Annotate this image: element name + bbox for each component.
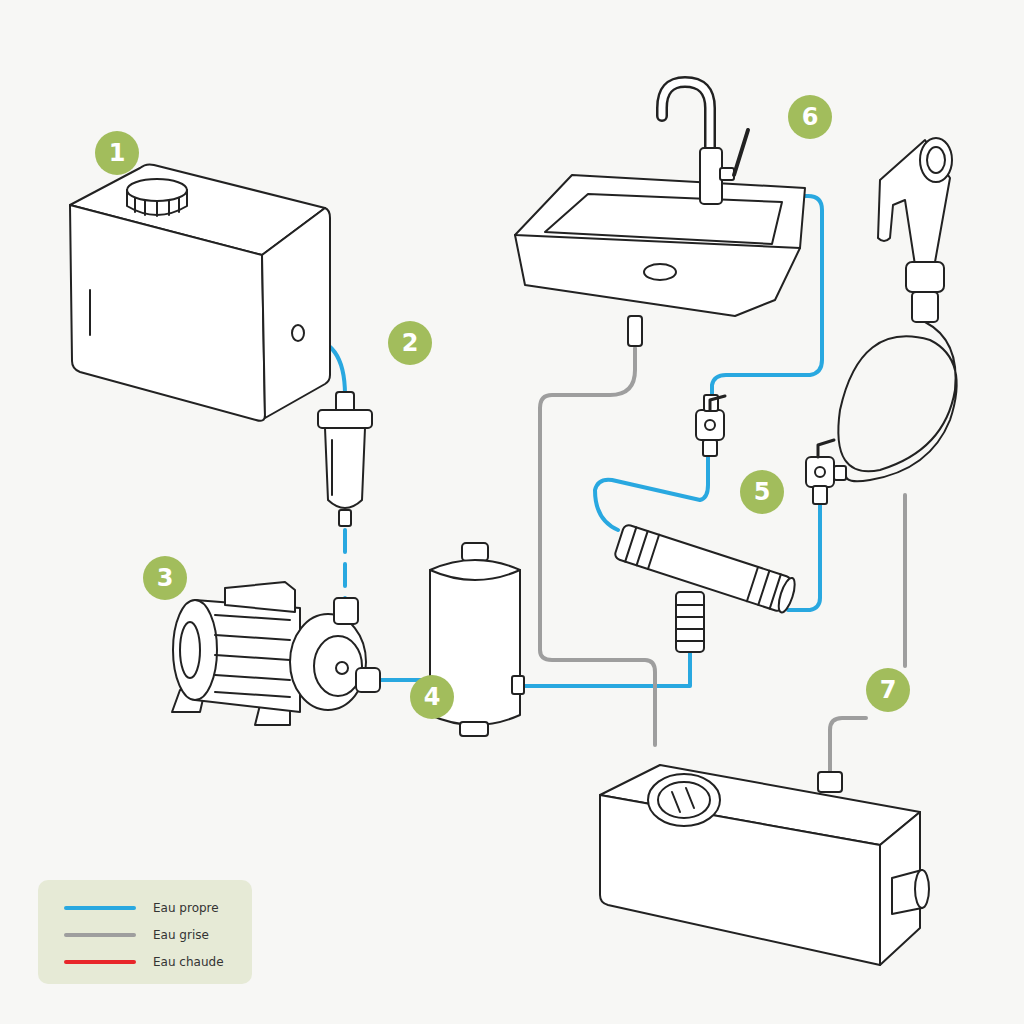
legend-swatch [66,960,134,964]
valve [696,395,725,456]
legend-swatch [66,906,134,910]
legend-panel [38,880,252,984]
water-pump [172,582,380,725]
legend-swatch [66,933,134,937]
callout-number: 4 [410,675,454,719]
tee-fitting [614,524,798,652]
callout-number: 7 [866,668,910,712]
legend-text: Eau grise [153,928,209,942]
callout-number: 3 [143,556,187,600]
legend-text: Eau chaude [153,955,224,969]
hand-shower [838,138,956,481]
fresh-water-tank [70,164,330,420]
faucet [662,82,748,204]
callout-number: 1 [95,131,139,175]
grey-water-tank [600,765,929,965]
callout-number: 5 [740,470,784,514]
sink [515,175,805,346]
callout-number: 6 [788,95,832,139]
water-filter [318,392,372,526]
clean-pipes [304,196,822,686]
callout-number: 2 [388,321,432,365]
legend-text: Eau propre [153,901,219,915]
grey-pipes [540,348,905,772]
